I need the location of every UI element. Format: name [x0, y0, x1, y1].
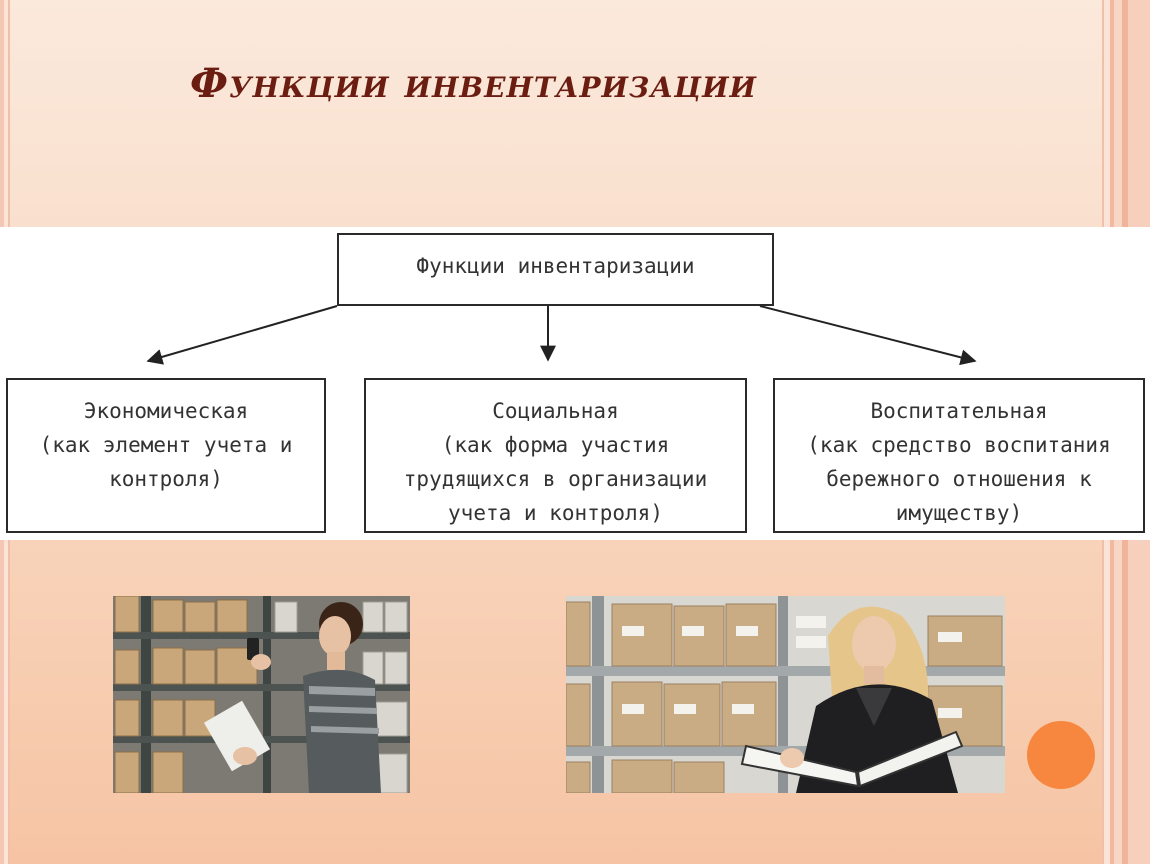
- diagram-panel: Функции инвентаризации Экономическая (ка…: [0, 227, 1150, 540]
- slide-title: Функции инвентаризации: [190, 60, 757, 107]
- diagram-root-box: Функции инвентаризации: [337, 233, 774, 306]
- photo-woman-archive-shelves: [113, 596, 410, 793]
- box-text: имуществу): [895, 501, 1023, 525]
- box-text: (как форма участия: [441, 433, 670, 457]
- decorative-orange-circle: [1027, 721, 1095, 789]
- box-heading: Социальная: [492, 399, 619, 423]
- arrow-to-educational: [759, 305, 977, 366]
- box-heading: Воспитательная: [870, 399, 1048, 423]
- box-text: трудящихся в организации: [403, 467, 708, 491]
- photo-woman-reading-folder-warehouse: [566, 596, 1005, 793]
- box-heading: Экономическая: [83, 399, 249, 423]
- box-text: (как элемент учета и: [39, 433, 293, 457]
- diagram-arrows: [146, 305, 977, 366]
- arrow-to-economic: [146, 305, 338, 365]
- box-text: контроля): [109, 467, 223, 491]
- box-text: бережного отношения к: [826, 467, 1092, 491]
- box-text: учета и контроля): [448, 501, 663, 525]
- diagram-box-social: Социальная (как форма участия трудящихся…: [364, 378, 747, 533]
- diagram-box-educational: Воспитательная (как средство воспитания …: [773, 378, 1145, 533]
- diagram-box-economic: Экономическая (как элемент учета и контр…: [6, 378, 326, 533]
- diagram-root-label: Функции инвентаризации: [416, 254, 695, 278]
- box-text: (как средство воспитания: [807, 433, 1111, 457]
